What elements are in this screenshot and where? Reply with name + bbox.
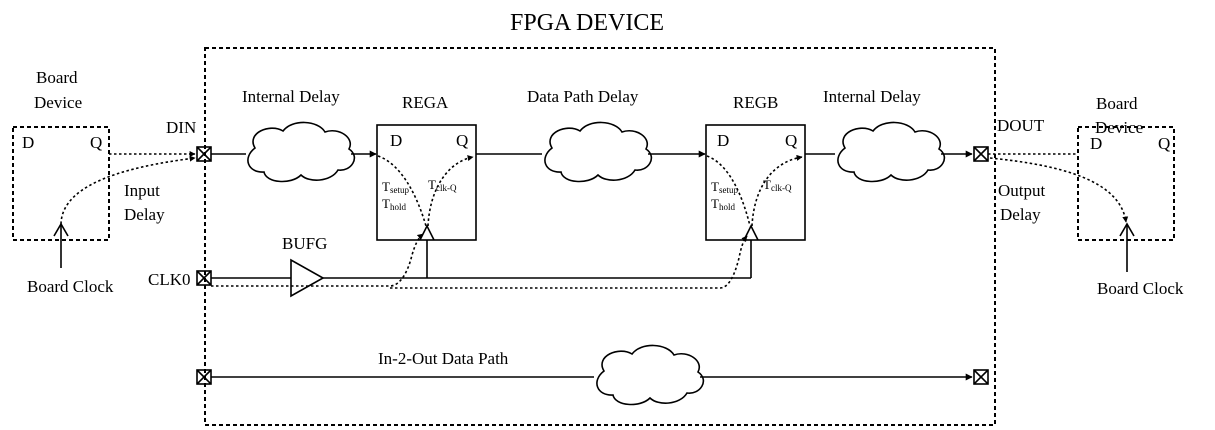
in2out-label: In-2-Out Data Path <box>378 349 509 368</box>
board-device-in-pin-q: Q <box>90 133 102 152</box>
rega-pin-q: Q <box>456 131 468 150</box>
board-device-in-name-1: Board <box>36 68 78 87</box>
regb-tsetup: Tsetup <box>711 179 738 195</box>
board-device-in-pin-d: D <box>22 133 34 152</box>
output-delay-label-1: Output <box>998 181 1046 200</box>
din-port <box>196 146 212 162</box>
board-device-out-pin-q: Q <box>1158 134 1170 153</box>
board-clock-in-label: Board Clock <box>27 277 114 296</box>
regb-clkq-curve <box>751 154 803 227</box>
internal-delay-out-cloud <box>837 121 946 183</box>
rega-thold: Thold <box>382 196 406 212</box>
output-delay-label-2: Delay <box>1000 205 1041 224</box>
data-path-delay-label: Data Path Delay <box>527 87 639 106</box>
internal-delay-in-label: Internal Delay <box>242 87 340 106</box>
clk-delay-to-rega <box>211 233 424 287</box>
regb-pin-q: Q <box>785 131 797 150</box>
regb-name: REGB <box>733 93 778 112</box>
rega-setup-curve <box>377 155 427 227</box>
data-path-delay-cloud <box>544 121 653 183</box>
in2out-out-port <box>973 369 989 385</box>
input-delay-clock-curve <box>60 155 196 225</box>
fpga-title: FPGA DEVICE <box>510 10 664 36</box>
clk-delay-to-regb <box>390 235 748 289</box>
fpga-boundary <box>204 47 996 426</box>
regb-pin-d: D <box>717 131 729 150</box>
rega-pin-d: D <box>390 131 402 150</box>
regb-tclkq: Tclk-Q <box>763 177 792 193</box>
bufg-label: BUFG <box>282 234 327 253</box>
din-label: DIN <box>166 118 196 137</box>
dout-port <box>973 146 989 162</box>
regb-thold: Thold <box>711 196 735 212</box>
board-device-in-name-2: Device <box>34 93 82 112</box>
rega-name: REGA <box>402 93 449 112</box>
internal-delay-out-label: Internal Delay <box>823 87 921 106</box>
internal-delay-in-cloud <box>247 121 356 183</box>
clk-label: CLK0 <box>148 270 191 289</box>
in2out-cloud <box>596 344 705 406</box>
board-device-out-name-2: Device <box>1095 118 1143 137</box>
dout-label: DOUT <box>997 116 1045 135</box>
rega-tclkq: Tclk-Q <box>428 177 457 193</box>
output-delay-clock-curve <box>989 157 1129 223</box>
board-device-out-name-1: Board <box>1096 94 1138 113</box>
regb-clock-edge <box>743 224 759 241</box>
rega-tsetup: Tsetup <box>382 179 409 195</box>
bufg-buffer <box>290 258 325 298</box>
board-device-out-pin-d: D <box>1090 134 1102 153</box>
rega-clkq-curve <box>427 155 474 227</box>
input-delay-label-1: Input <box>124 181 160 200</box>
rega-box <box>376 124 477 241</box>
in2out-in-port <box>196 369 212 385</box>
regb-box <box>705 124 806 241</box>
regb-setup-curve <box>706 155 751 227</box>
input-delay-label-2: Delay <box>124 205 165 224</box>
board-clock-out-label: Board Clock <box>1097 279 1184 298</box>
